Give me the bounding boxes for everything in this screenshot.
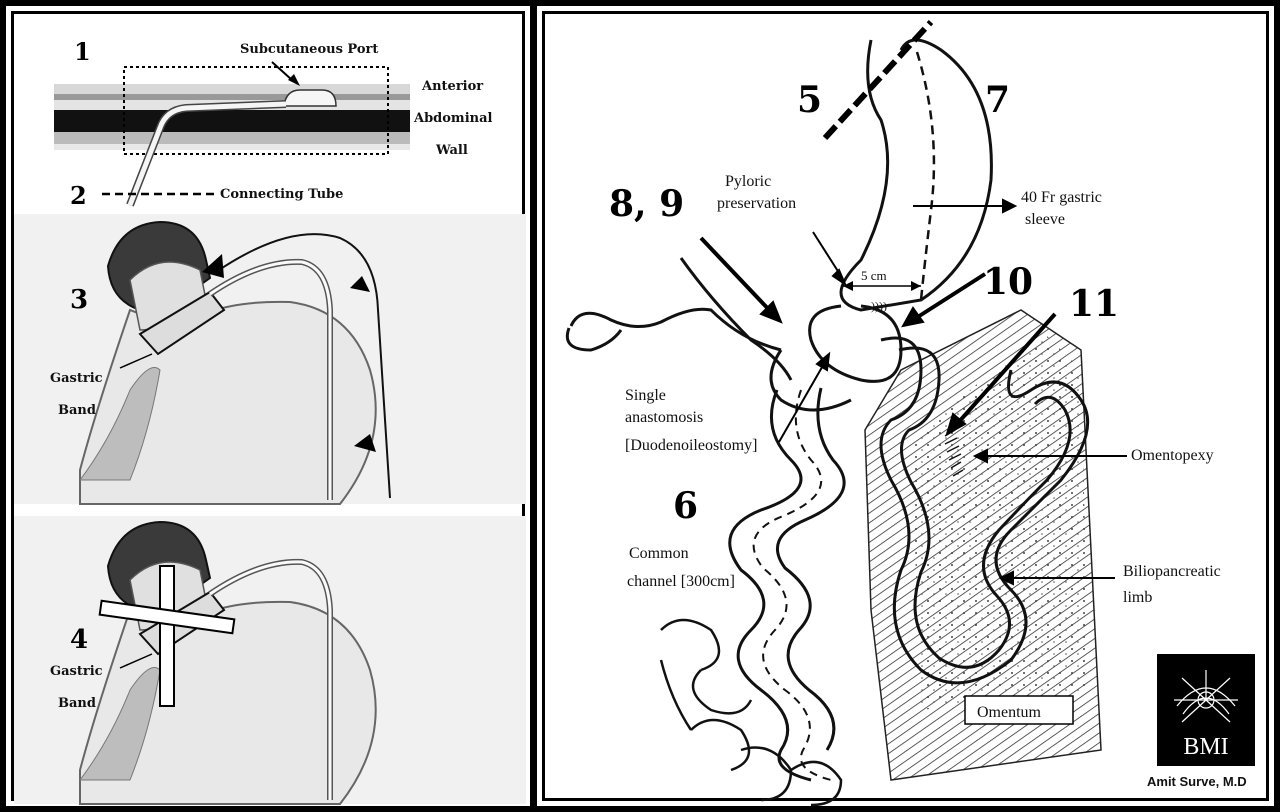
single-anastomosis-label-2: anastomosis	[625, 409, 703, 426]
band-label-3: Band	[58, 403, 96, 418]
common-channel-label-1: Common	[629, 545, 689, 562]
left-panel: 1 2 Subcutaneous Port Anterior Abdominal…	[6, 6, 530, 806]
common-channel-label-2: channel [300cm]	[627, 573, 735, 590]
single-anastomosis-label-1: Single	[625, 387, 666, 404]
label-2: 2	[70, 181, 87, 210]
anterior-label: Anterior	[421, 79, 483, 94]
label-3: 3	[70, 285, 88, 315]
abdominal-wall	[54, 84, 410, 150]
biliopancreatic-label-1: Biliopancreatic	[1123, 563, 1221, 580]
staple-marks: ))))	[871, 299, 887, 313]
sleeve-label-1: 40 Fr gastric	[1021, 189, 1102, 206]
label-5: 5	[797, 79, 822, 121]
label-4: 4	[70, 625, 88, 655]
anastomosis-loop	[810, 306, 901, 381]
label-8-9: 8, 9	[609, 183, 684, 225]
band-label-4: Band	[58, 696, 96, 711]
bmi-logo-text: BMI	[1183, 734, 1228, 760]
bmi-logo: BMI	[1157, 654, 1255, 766]
label-11: 11	[1069, 283, 1119, 325]
bowel-cluster	[661, 620, 841, 805]
subcutaneous-port-label: Subcutaneous Port	[240, 42, 378, 57]
label-1: 1	[74, 37, 91, 66]
abdominal-label: Abdominal	[413, 111, 493, 126]
omentopexy-label: Omentopexy	[1131, 447, 1214, 464]
sleeve-line	[917, 52, 934, 300]
label-6: 6	[673, 485, 698, 527]
label-10: 10	[983, 261, 1033, 303]
gastric-label-4: Gastric	[50, 664, 103, 679]
label-7: 7	[985, 79, 1010, 121]
wall-label: Wall	[435, 143, 468, 158]
right-diagram: Omentum	[541, 10, 1278, 810]
right-panel: Omentum	[537, 6, 1274, 806]
biliopancreatic-label-2: limb	[1123, 589, 1152, 606]
sleeve-label-2: sleeve	[1025, 211, 1065, 228]
pyloric-label-1: Pyloric	[725, 173, 771, 190]
five-cm-label: 5 cm	[861, 268, 887, 283]
omentum-label: Omentum	[977, 704, 1042, 721]
left-diagram: 1 2 Subcutaneous Port Anterior Abdominal…	[10, 10, 534, 810]
pyloric-label-2: preservation	[717, 195, 796, 212]
resection-line	[825, 22, 931, 138]
gastric-label-3: Gastric	[50, 371, 103, 386]
connecting-tube-label: Connecting Tube	[220, 187, 343, 202]
single-anastomosis-label-3: [Duodenoileostomy]	[625, 437, 757, 454]
subcutaneous-port	[284, 90, 336, 106]
author-signature: Amit Surve, M.D	[1147, 774, 1247, 789]
